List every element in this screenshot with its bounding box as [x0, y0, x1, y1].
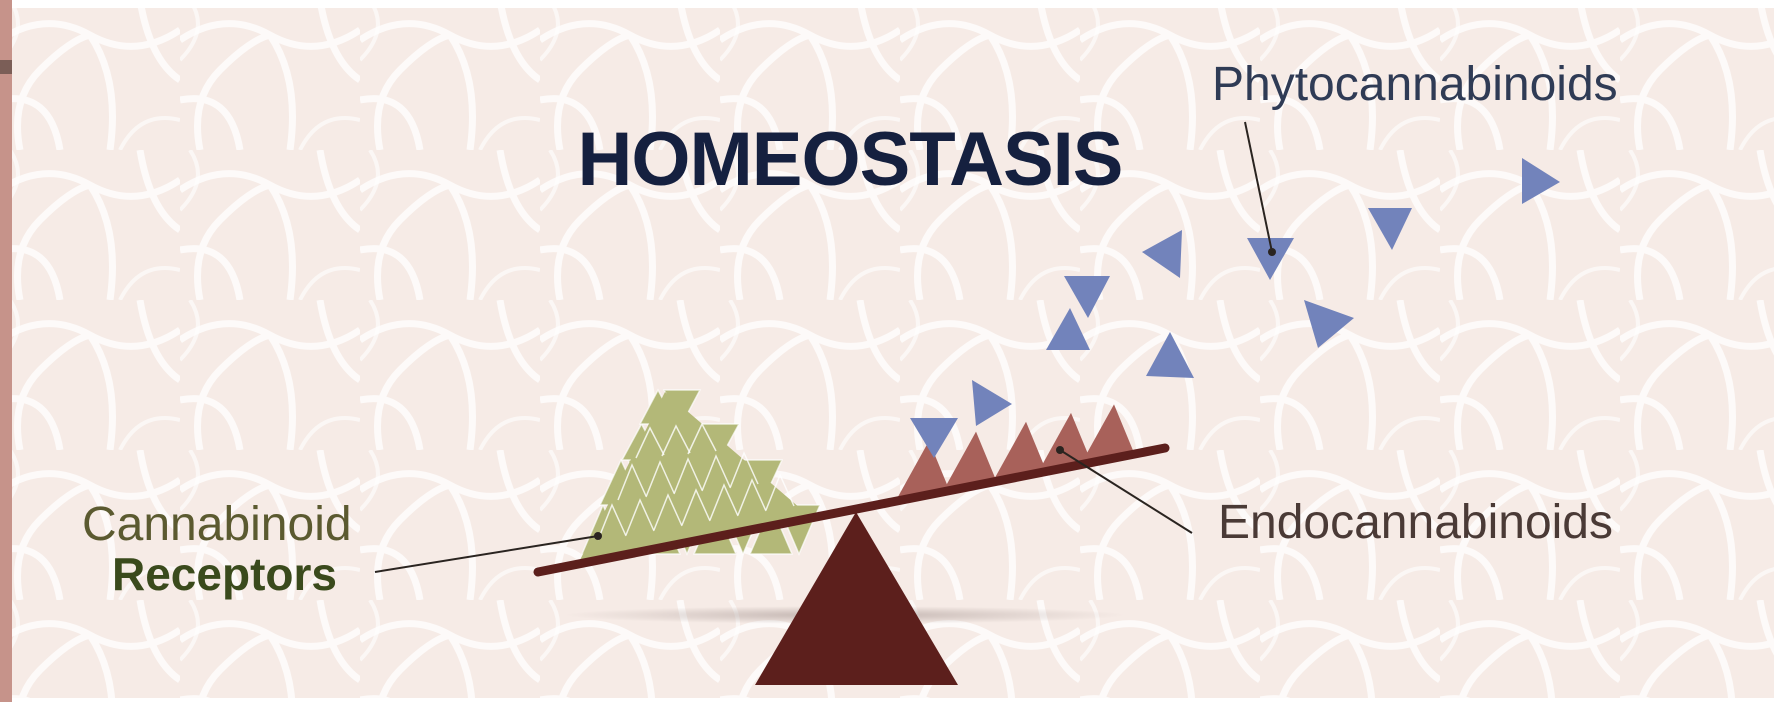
receptor-facet-line — [729, 451, 759, 489]
endocannabinoid-triangle — [1083, 404, 1133, 461]
endocannabinoid-triangle — [945, 431, 995, 488]
phytocannabinoids-leader-dot — [1268, 248, 1276, 256]
left-edge-strip — [0, 0, 12, 702]
phytocannabinoid-triangle — [1368, 208, 1412, 250]
phytocannabinoid-triangle — [1046, 308, 1090, 350]
receptor-facet-line — [635, 426, 665, 459]
endocannabinoids-leader-line — [1059, 449, 1193, 534]
receptor-facet-line — [617, 463, 647, 501]
endocannabinoids-label: Endocannabinoids — [1218, 496, 1613, 549]
endocannabinoid-triangle — [995, 421, 1045, 478]
fulcrum-triangle — [755, 512, 958, 685]
receptor-facet-line — [625, 498, 655, 536]
phytocannabinoid-triangle — [1064, 276, 1110, 318]
endocannabinoid-triangle — [898, 440, 948, 497]
endocannabinoid-group — [898, 404, 1133, 497]
receptor-facet-line — [661, 424, 691, 457]
phytocannabinoid-triangle — [1522, 158, 1560, 204]
receptor-facet-line — [709, 483, 739, 521]
receptor-pile-shape — [580, 392, 808, 560]
receptor-facet-line — [701, 454, 731, 492]
receptor-facet-line — [765, 473, 795, 511]
receptor-facet-line — [653, 493, 683, 531]
phytocannabinoids-label: Phytocannabinoids — [1212, 58, 1618, 111]
phytocannabinoid-triangle — [1146, 332, 1194, 378]
receptor-facet-line — [681, 488, 711, 526]
phytocannabinoids-leader-line — [1244, 121, 1273, 253]
seesaw-beam — [533, 443, 1170, 577]
endocannabinoids-leader-dot — [1056, 446, 1064, 454]
receptors-label-line1: Cannabinoid — [82, 498, 352, 551]
phytocannabinoid-group — [910, 158, 1560, 458]
receptor-facet-line — [737, 478, 767, 516]
receptors-leader-dot — [594, 532, 602, 540]
receptor-facet-line — [687, 422, 717, 455]
receptors-label-line2: Receptors — [112, 548, 337, 600]
phytocannabinoid-triangle — [972, 380, 1012, 426]
receptor-facet-line — [597, 503, 627, 541]
receptor-pile — [580, 388, 822, 560]
phytocannabinoid-triangle — [910, 418, 958, 458]
phytocannabinoid-triangle — [1304, 300, 1354, 348]
phytocannabinoid-triangle — [1142, 230, 1182, 278]
endocannabinoid-triangle — [1040, 412, 1090, 469]
receptor-facet-line — [673, 457, 703, 495]
phytocannabinoid-triangle — [1247, 238, 1294, 280]
receptors-leader-line — [374, 535, 599, 573]
diagram-title: HOMEOSTASIS — [578, 117, 1123, 202]
left-edge-highlight — [0, 60, 12, 74]
receptor-facet-line — [645, 460, 675, 498]
